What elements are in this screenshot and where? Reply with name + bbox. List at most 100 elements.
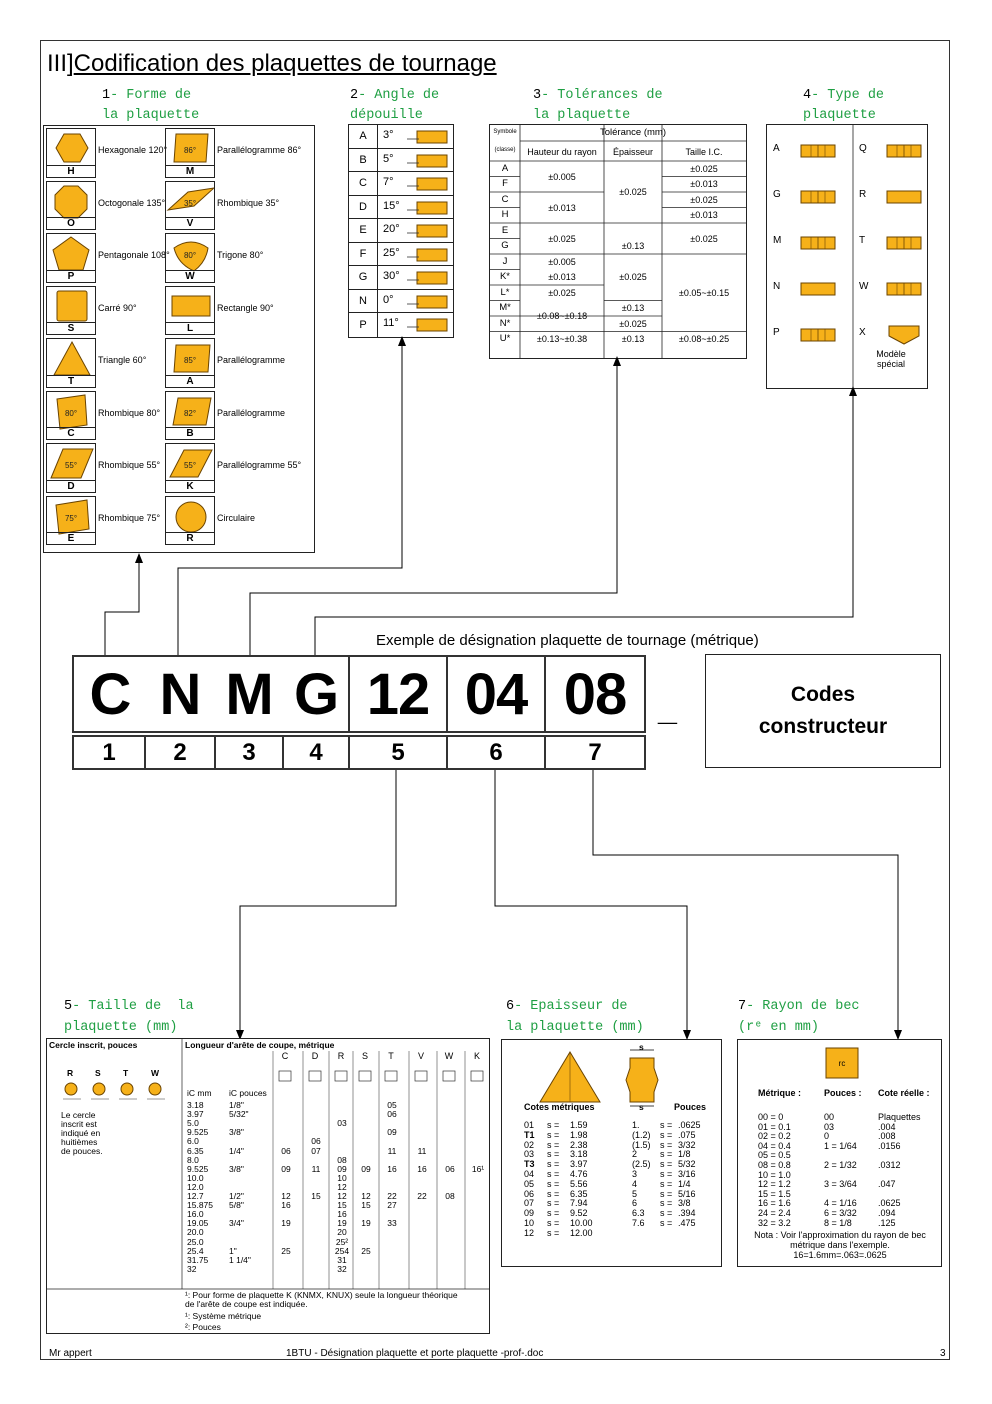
shape-V-icon: 35° [166,186,214,211]
size-row-ic-mm: 12.7 [187,1191,204,1201]
thickness-s-label-top: s [639,1042,644,1052]
shape-V-name: Rhombique 35° [217,197,280,208]
thickness-inch: 3/8 [678,1198,691,1209]
size-row-ic-mm: 3.97 [187,1109,204,1120]
shape-H-name: Hexagonale 120° [98,145,168,155]
clearance-insert-icon [407,295,448,308]
size-row-value: 09 [337,1163,347,1174]
thickness-s-eq: s = [547,1149,560,1160]
thickness-code: 01 [524,1120,535,1130]
tolerance-code: H [501,209,509,221]
thickness-s-eq: s = [547,1159,560,1170]
thickness-code: 10 [524,1218,535,1228]
size-row-value: 12 [361,1191,371,1201]
thickness-inch: 3/16 [678,1169,696,1179]
size-row-ic-mm: 9.525 [187,1127,209,1138]
type-G-icon [800,190,836,204]
thickness-inch-code: (1.5) [632,1139,651,1150]
size-row-value: 33 [387,1218,397,1229]
size-row-ic-mm: 25.0 [187,1236,204,1247]
manufacturer-codes-line2: constructeur [758,715,888,738]
shape-V-angle: 35° [184,199,196,208]
tolerance-code: F [502,178,508,190]
shape-S-code: S [47,322,95,334]
section-2-label: 2- Angle de dépouille [350,88,440,123]
radius-cote: .0625 [878,1198,901,1209]
designation-char-4: G [282,655,350,733]
radius-pouces: 00 [824,1112,835,1122]
shape-A-angle: 85° [184,356,196,365]
radius-pouces: 0 [824,1131,830,1142]
size-header-ic-pouces: iC pouces [229,1088,267,1098]
thickness-inch-code: (2.5) [632,1159,651,1170]
radius-metric: 15 = 1.5 [758,1188,791,1199]
tolerance-hauteur-value: ±0.013 [548,272,576,283]
tolerance-hauteur-value: ±0.005 [548,256,576,267]
radius-cote: .094 [878,1208,896,1218]
size-row-value: 06 [445,1163,455,1174]
type-Q-icon [886,144,922,158]
clearance-code: A [349,125,378,148]
section-7-label: 7- Rayon de bec (rᵉ en mm) [738,999,860,1035]
size-row-ic-mm: 25.4 [187,1245,204,1256]
thickness-s-eq: s = [547,1198,560,1209]
thickness-inch: 5/16 [678,1188,696,1199]
size-header-cutting-length: Longueur d'arête de coupe, métrique [185,1040,335,1050]
type-M-icon [800,236,836,250]
shape-B-angle: 82° [184,409,196,418]
shape-A-icon: 85° [173,344,211,373]
size-col-C: C [281,1051,289,1061]
tolerance-code: E [501,224,509,236]
size-row-ic-pouces: 3/8" [229,1127,244,1138]
thickness-inch-code: 7.6 [632,1218,645,1228]
tolerance-epaisseur-value: ±0.025 [619,187,647,197]
type-Q-code: Q [859,143,867,154]
shape-B-name: Parallélogramme [217,407,286,418]
insert-size-table: Cercle inscrit, pouces Longueur d'arête d… [46,1038,490,1334]
type-W-icon [886,282,922,296]
shape-E-angle: 75° [65,514,77,523]
shape-R-code: R [166,532,214,544]
type-X-icon [888,325,920,345]
thickness-inch-code: (1.2) [632,1129,651,1140]
clearance-insert-icon [407,177,448,191]
thickness-s-eq: s = [547,1120,560,1130]
shape-M-icon: 86° [173,133,209,163]
thickness-mm: 5.56 [570,1178,588,1189]
size-note-line: de pouces. [61,1146,103,1156]
radius-note-line1: Nota : Voir l'approximation du rayon de … [754,1230,926,1240]
size-row-value: 20 [337,1227,347,1238]
shape-D-cell: 55°D [46,443,96,493]
tolerance-code: K* [499,271,511,283]
shape-B-icon: 82° [172,397,212,425]
radius-note-line2: métrique dans l'exemple. [790,1240,890,1250]
shape-D-code: D [47,479,95,492]
thickness-s-eq: s = [547,1178,560,1189]
size-row-value: 06 [311,1136,321,1147]
size-row-value: 32 [337,1263,347,1274]
shape-W-code: W [166,269,214,282]
tolerance-table: Symbole(classe)Tolérance (mm)Hauteur du … [489,124,747,359]
type-A-icon [800,144,836,158]
size-row-ic-mm: 31.75 [187,1254,209,1265]
designation-index-7: 7 [544,735,646,770]
thickness-s-eq-inch: s = [660,1149,673,1160]
shape-S-name: Carré 90° [98,302,137,313]
tolerance-grid [490,125,746,358]
size-row-value: 15 [311,1191,321,1201]
thickness-header-metric: Cotes métriques [524,1102,595,1112]
shape-K-icon: 55° [169,449,213,478]
designation-index-4: 4 [282,735,350,770]
size-row-value: 19 [337,1218,347,1229]
size-header-inscribed: Cercle inscrit, pouces [49,1040,138,1050]
type-T-code: T [859,235,866,246]
size-row-ic-pouces: 5/8" [229,1200,244,1211]
shape-H-icon [55,133,89,163]
thickness-s-eq: s = [547,1139,560,1150]
thickness-mm: 4.76 [570,1169,588,1179]
